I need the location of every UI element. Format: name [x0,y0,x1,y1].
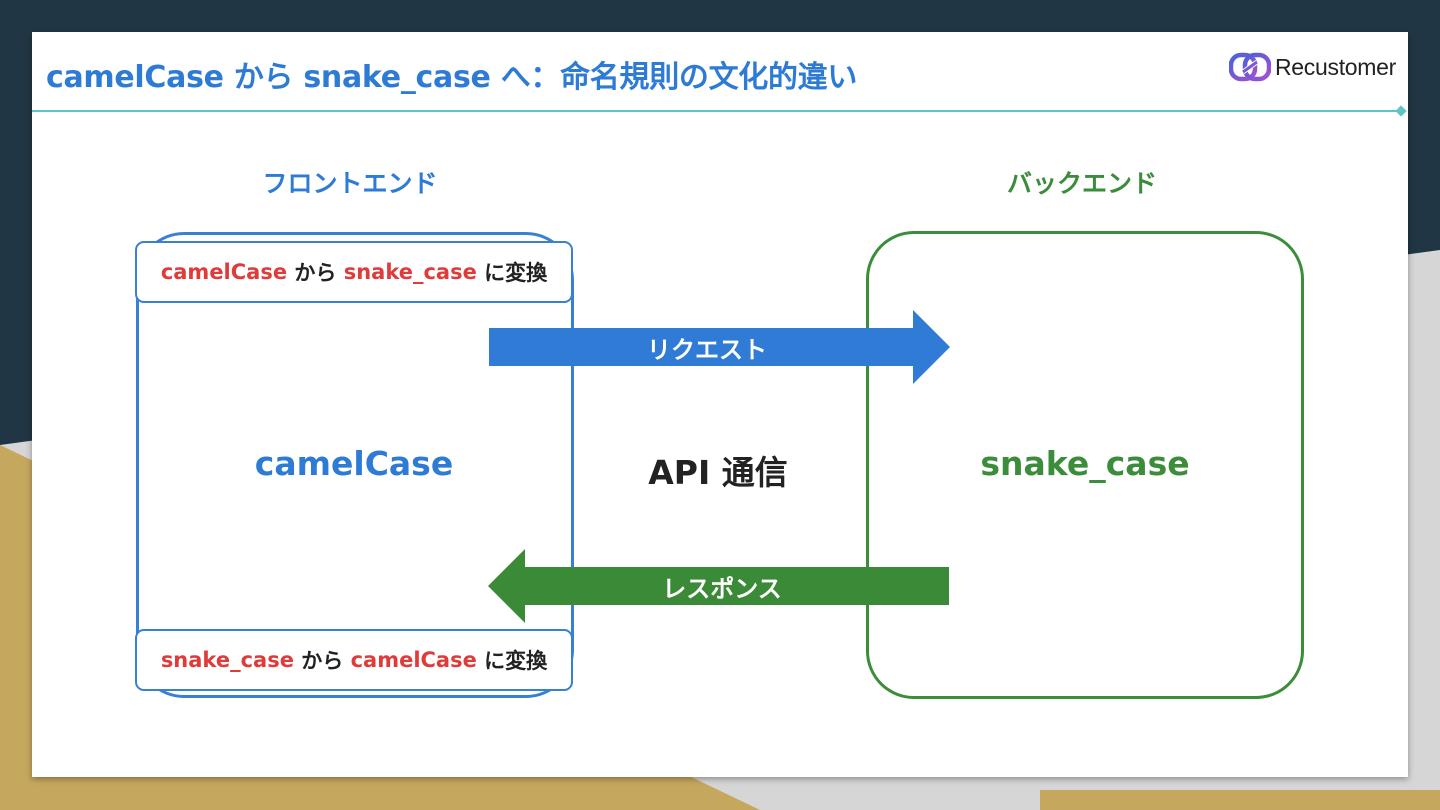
convert-source-case: snake_case [160,648,294,672]
convert-to-text: に変換 [476,649,548,673]
response-arrow [488,549,949,623]
convert-from-text: から [287,261,344,285]
convert-source-case: camelCase [160,260,288,284]
request-label: リクエスト [647,336,767,364]
backend-heading: バックエンド [1006,169,1157,198]
backend-box [866,231,1304,699]
frontend-convert-incoming: snake_case から camelCase に変換 [135,629,573,691]
request-arrow [489,310,950,384]
slide-title: camelCase から snake_case へ：命名規則の文化的違い [46,60,858,95]
convert-from-text: から [293,649,351,673]
convert-target-case: snake_case [343,260,477,284]
title-divider [32,110,1402,112]
recustomer-logo-icon [1229,52,1271,82]
convert-to-text: に変換 [476,261,548,285]
api-communication-label: API 通信 [648,453,788,492]
frontend-convert-outgoing: camelCase から snake_case に変換 [135,241,573,303]
frontend-naming-label: camelCase [254,444,454,483]
company-logo: Recustomer [1229,52,1396,82]
frontend-box [136,232,574,698]
logo-text: Recustomer [1275,53,1396,80]
frontend-heading: フロントエンド [262,169,438,198]
arrows-layer [488,310,950,623]
slide: camelCase から snake_case へ：命名規則の文化的違い Rec… [32,32,1408,777]
response-label: レスポンス [662,575,782,603]
backend-naming-label: snake_case [980,444,1190,483]
convert-target-case: camelCase [350,648,477,672]
